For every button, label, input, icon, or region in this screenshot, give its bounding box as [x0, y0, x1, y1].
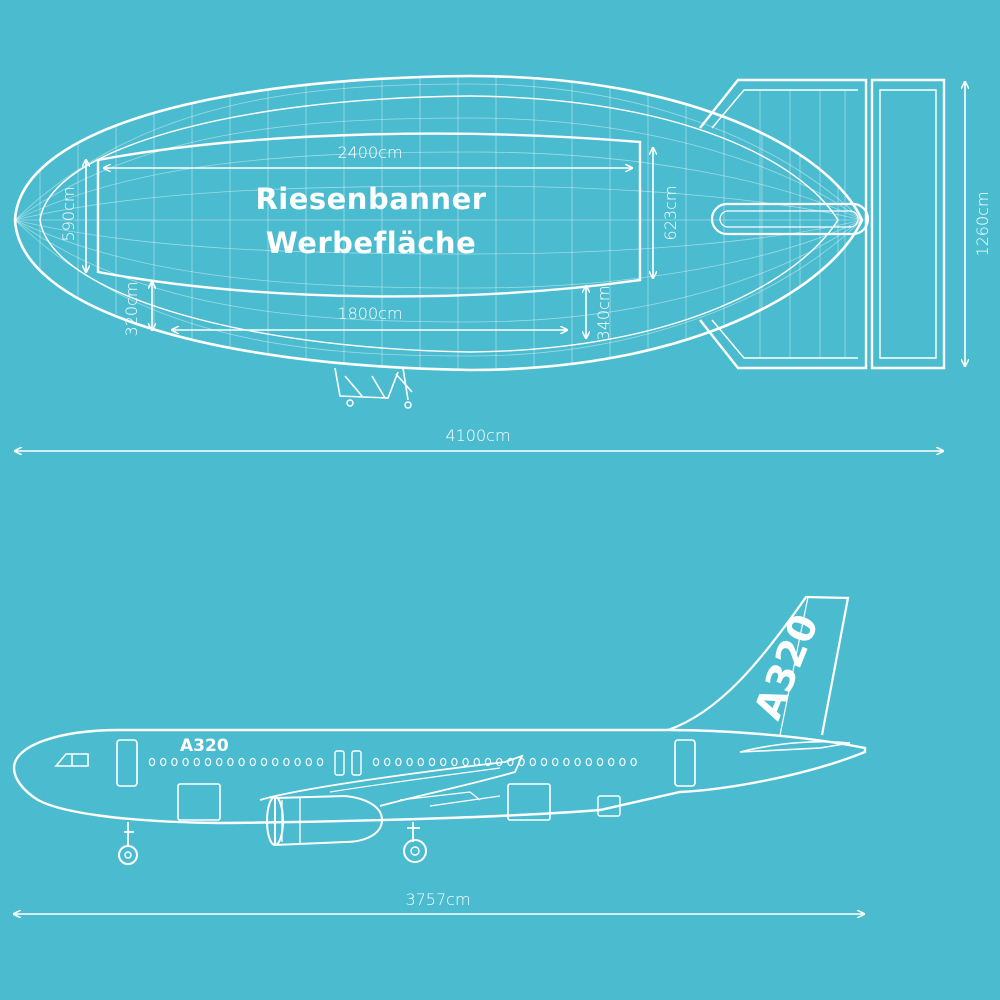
cabin-window [260, 757, 268, 767]
cabin-window [227, 757, 234, 767]
dim-label-banner-left: 590cm [59, 187, 78, 242]
cabin-window [204, 757, 212, 767]
cabin-window [182, 757, 189, 767]
cabin-window [294, 757, 301, 767]
cabin-window [249, 757, 256, 767]
dim-label-lower-left: 320cm [122, 282, 141, 337]
door-rear [674, 739, 696, 787]
blimp-hull [13, 74, 864, 372]
cabin-window [283, 757, 290, 767]
cargo-door-rear [507, 783, 551, 821]
cabin-window [608, 757, 615, 767]
cabin-window [238, 757, 245, 767]
cabin-window [484, 757, 492, 767]
cabin-window [440, 757, 447, 767]
cabin-window [406, 757, 413, 767]
cabin-window [395, 757, 402, 767]
cabin-window [171, 757, 178, 767]
dim-label-airplane-length: 3757cm [405, 890, 470, 909]
tail-logo: A320 [746, 608, 828, 725]
cabin-window [272, 757, 279, 767]
cabin-window [384, 757, 391, 767]
cabin-window [305, 757, 312, 767]
blimp-hull-grid [15, 76, 862, 370]
banner-title-line2: Werbefläche [266, 226, 476, 260]
cabin-window [372, 757, 380, 767]
cabin-window [148, 757, 156, 767]
cabin-window [417, 757, 424, 767]
door-front [116, 739, 138, 787]
airplane-engine [266, 794, 384, 847]
cabin-window [159, 757, 167, 767]
airplane-fuselage [12, 728, 867, 825]
dim-label-total-height: 1260cm [973, 191, 992, 256]
airplane-wing [259, 754, 524, 807]
cockpit-windows [54, 753, 89, 767]
cabin-window [552, 757, 559, 767]
emergency-exit-1 [334, 750, 345, 776]
cabin-window [585, 757, 593, 767]
banner-title-line1: Riesenbanner [255, 182, 486, 216]
cabin-window [316, 757, 324, 767]
dim-label-banner-right: 623cm [661, 186, 680, 241]
cabin-window [451, 757, 458, 767]
cabin-window [428, 757, 436, 767]
dim-label-lower-right: 340cm [594, 286, 613, 341]
main-landing-gear [403, 822, 427, 863]
dim-label-blimp-length: 4100cm [445, 426, 510, 445]
nose-landing-gear [118, 822, 138, 865]
blimp-drawing: Riesenbanner Werbefläche 2400cm 1800cm 5… [13, 74, 992, 451]
cargo-door-front [177, 783, 221, 821]
airplane-drawing: A320 A320 [12, 595, 867, 914]
fuselage-logo: A320 [180, 736, 229, 756]
cabin-window [215, 757, 223, 767]
airplane-tail-fin [667, 595, 850, 736]
blimp-tail-fins [699, 78, 946, 370]
cabin-window [630, 757, 637, 767]
blimp-tail-pod [710, 202, 870, 236]
blimp-gondola [334, 367, 413, 409]
cabin-window [462, 757, 469, 767]
cabin-window [540, 757, 548, 767]
cabin-window [507, 757, 514, 767]
emergency-exit-2 [351, 750, 362, 776]
cabin-window [596, 757, 604, 767]
cabin-window [619, 757, 626, 767]
cabin-window [193, 757, 200, 767]
cabin-window [529, 757, 537, 767]
cabin-window [574, 757, 581, 767]
cabin-window-row [148, 757, 637, 767]
aft-hatch [597, 795, 621, 817]
dim-label-banner-top: 2400cm [337, 143, 402, 162]
cabin-window [563, 757, 570, 767]
dim-label-banner-bottom: 1800cm [337, 304, 402, 323]
banner-panel [96, 132, 642, 298]
